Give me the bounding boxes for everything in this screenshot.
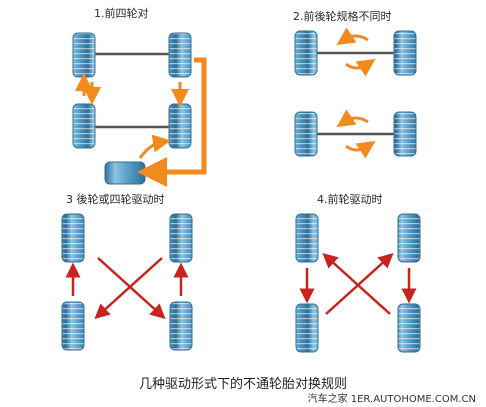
panel-1: 1.前四轮对 xyxy=(72,6,207,187)
panel-3-title: 3 後轮或四轮驱动时 xyxy=(66,192,165,206)
tire-top-right xyxy=(393,30,417,76)
tire-rear-right xyxy=(169,301,193,351)
tire-rear-right xyxy=(168,103,192,149)
tire-rear-left xyxy=(295,303,319,353)
diagram-caption: 几种驱动形式下的不通轮胎对换规则 xyxy=(138,377,347,392)
swap-arrow-bottom-2 xyxy=(345,141,376,159)
arrow-front-left-to-rear-right xyxy=(97,257,166,320)
panel-4: 4.前轮驱动时 xyxy=(295,192,421,353)
tire-bottom-right xyxy=(393,111,417,157)
swap-arrow-top-2 xyxy=(345,59,376,77)
tire-front-right xyxy=(169,213,193,263)
tire-front-right xyxy=(397,213,421,263)
panel-1-title: 1.前四轮对 xyxy=(94,6,149,20)
source-credit: 汽车之家 1ER.AUTOHOME.COM.CN xyxy=(307,394,476,405)
arrow-spare-to-rear xyxy=(138,134,171,159)
tire-front-right xyxy=(168,32,192,78)
tire-rear-left xyxy=(72,103,96,149)
tire-front-left xyxy=(295,213,319,263)
panel-4-title: 4.前轮驱动时 xyxy=(317,192,383,206)
tire-top-left xyxy=(294,30,318,76)
panel-3: 3 後轮或四轮驱动时 xyxy=(61,192,193,351)
tire-rear-right xyxy=(397,303,421,353)
tire-front-left xyxy=(72,32,96,78)
swap-arrow-bottom-1 xyxy=(336,109,369,127)
arrow-rear-left-to-front-right xyxy=(325,252,394,315)
panel-2: 2.前後轮规格不同时 xyxy=(293,9,417,159)
tire-spare xyxy=(104,161,146,185)
tire-front-left xyxy=(61,213,85,263)
arrow-rear-right-to-front-left xyxy=(322,252,391,315)
tire-rear-left xyxy=(61,301,85,351)
panel-2-title: 2.前後轮规格不同时 xyxy=(293,9,392,23)
swap-arrow-top-1 xyxy=(336,27,369,45)
tire-bottom-left xyxy=(294,111,318,157)
arrow-front-right-to-rear-left xyxy=(94,257,163,320)
arrow-right-to-spare xyxy=(137,57,207,187)
